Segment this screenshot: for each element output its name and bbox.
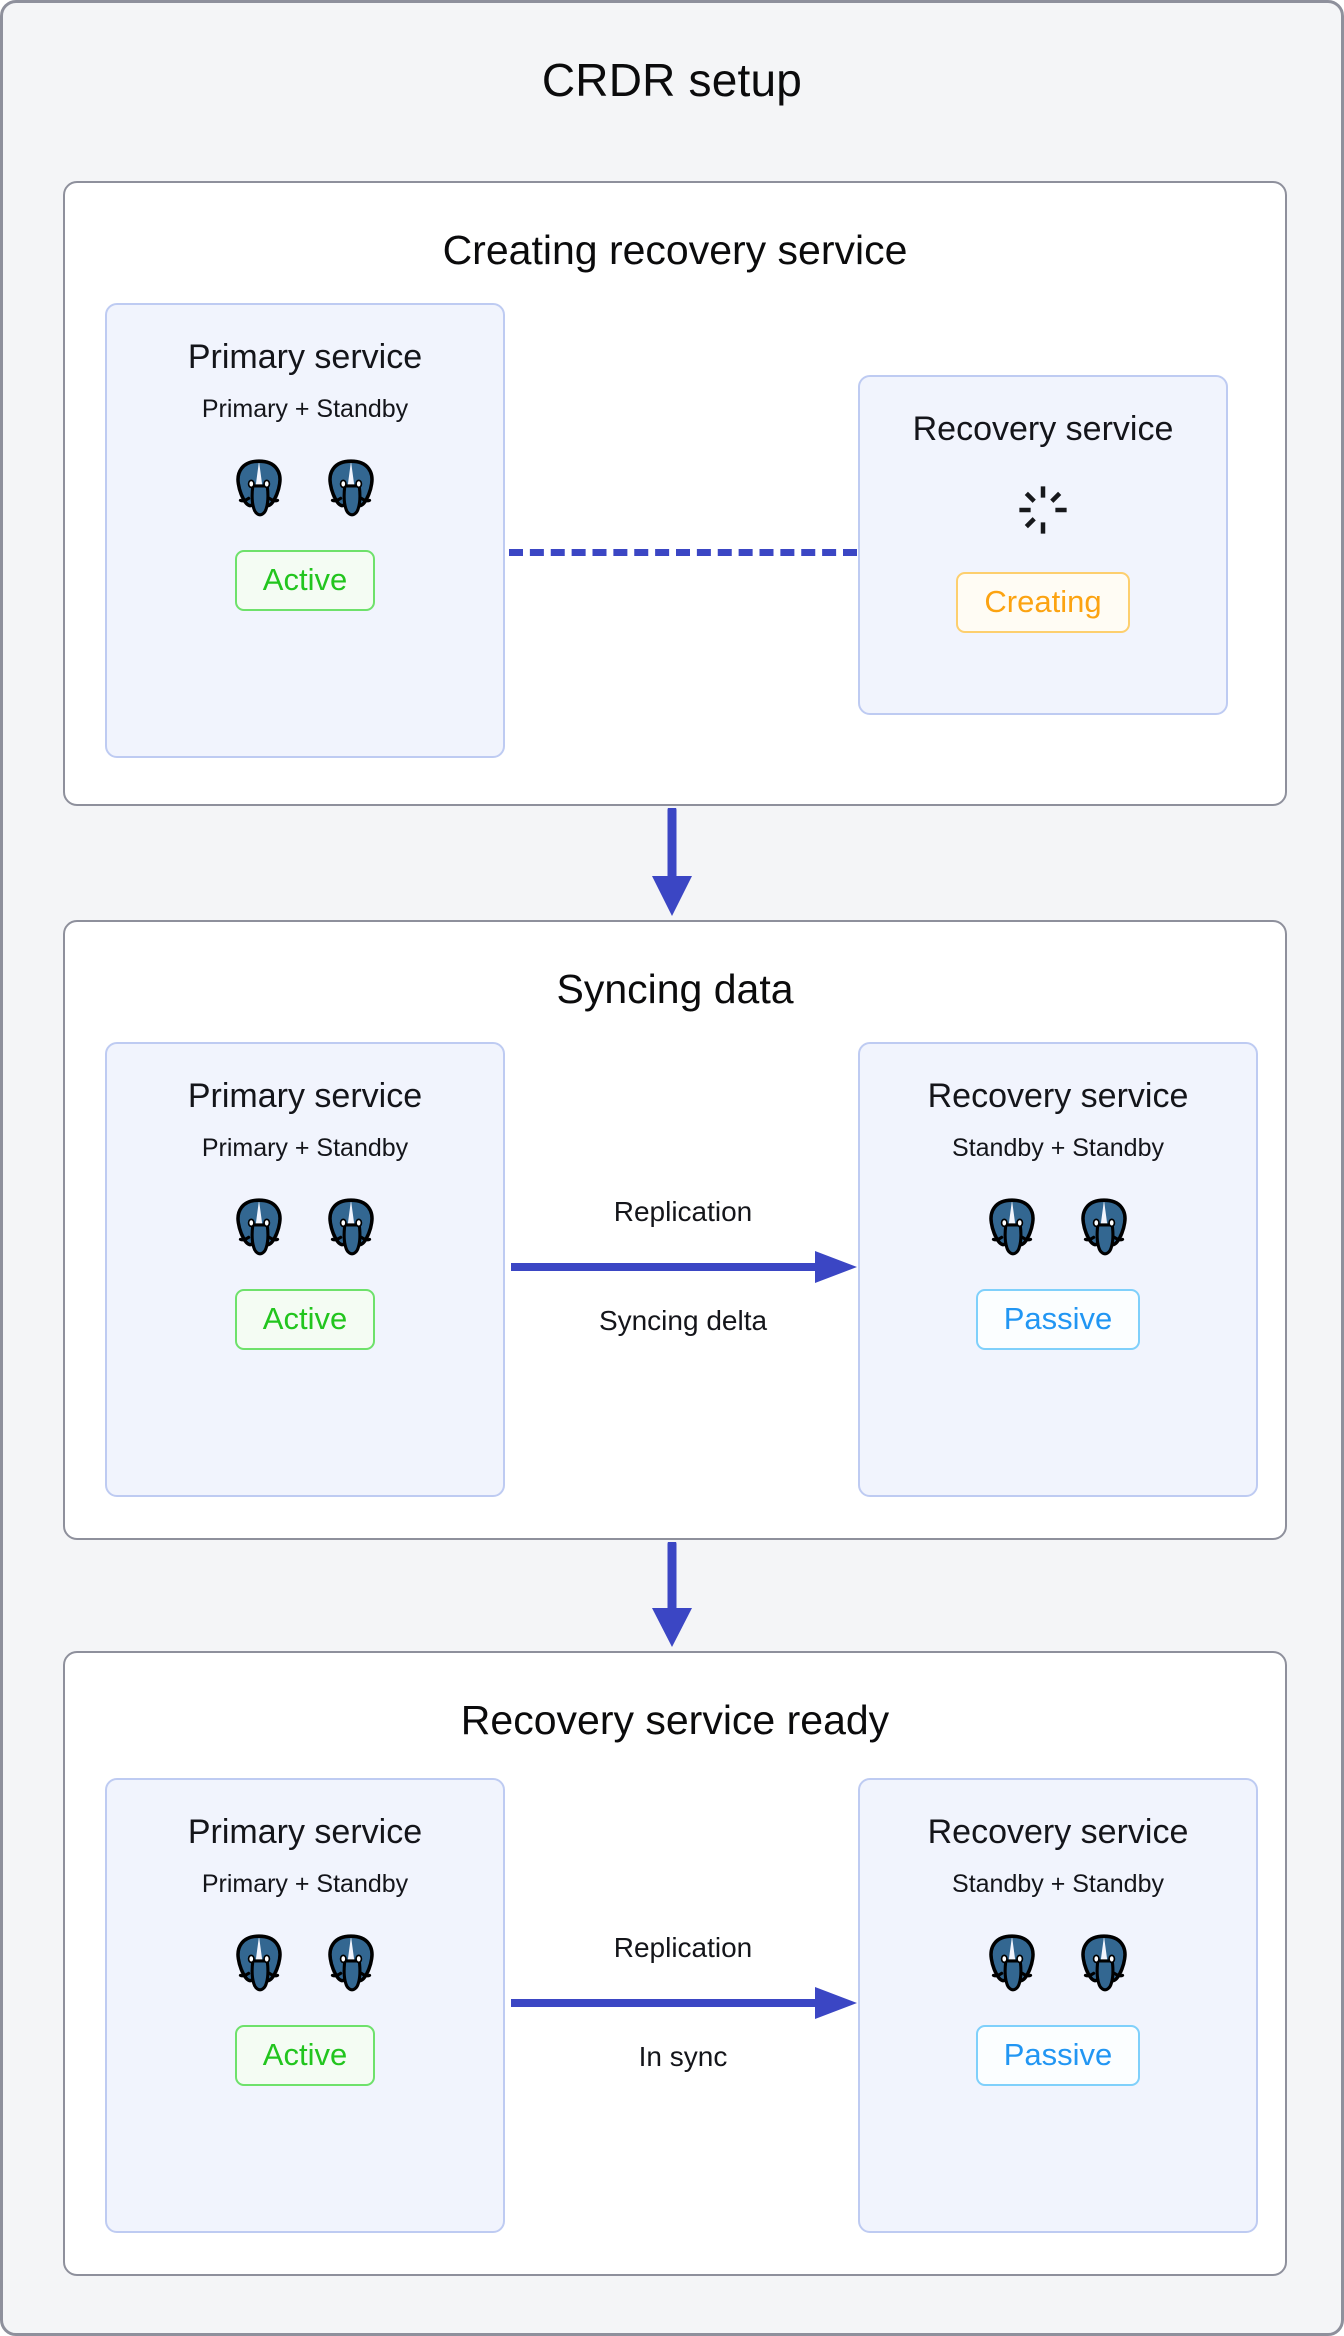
postgres-node-row bbox=[860, 1927, 1256, 1999]
postgres-elephant-icon bbox=[1081, 1934, 1127, 1992]
replication-label-top: Replication bbox=[613, 1196, 753, 1227]
page-title: CRDR setup bbox=[541, 54, 803, 106]
postgres-elephant-icon bbox=[328, 1934, 374, 1992]
service-name: Primary service bbox=[187, 338, 423, 376]
status-badge: Passive bbox=[975, 1288, 1141, 1350]
stage-card-recovery-service-ready: Recovery service ready Primary service P… bbox=[63, 1651, 1287, 2276]
postgres-node-row bbox=[107, 1191, 503, 1263]
service-roles: Primary + Standby bbox=[201, 1134, 409, 1163]
replication-connector: Replication Syncing delta bbox=[509, 1196, 857, 1337]
status-badge: Active bbox=[234, 2024, 376, 2086]
service-name: Recovery service bbox=[927, 1077, 1189, 1115]
service-name: Primary service bbox=[187, 1077, 423, 1115]
flow-arrow-down-icon bbox=[652, 1542, 692, 1647]
primary-service-box[interactable]: Primary service Primary + Standby bbox=[105, 303, 505, 758]
stage-card-creating-recovery-service: Creating recovery service Primary servic… bbox=[63, 181, 1287, 806]
spinner-wrap bbox=[860, 474, 1226, 546]
recovery-service-box[interactable]: Recovery service Standby + Standby bbox=[858, 1042, 1258, 1497]
replication-connector: Replication In sync bbox=[509, 1932, 857, 2073]
service-roles: Primary + Standby bbox=[201, 1870, 409, 1899]
service-name: Primary service bbox=[187, 1813, 423, 1851]
postgres-elephant-icon bbox=[989, 1198, 1035, 1256]
recovery-service-box[interactable]: Recovery service Creating bbox=[858, 375, 1228, 715]
stage-title: Recovery service ready bbox=[460, 1697, 890, 1743]
stage-title: Syncing data bbox=[556, 966, 794, 1012]
postgres-elephant-icon bbox=[328, 459, 374, 517]
arrow-right-icon bbox=[511, 1251, 857, 1283]
postgres-elephant-icon bbox=[1081, 1198, 1127, 1256]
primary-service-box[interactable]: Primary service Primary + Standby bbox=[105, 1042, 505, 1497]
flow-arrow-down-icon bbox=[652, 808, 692, 916]
replication-label-bottom: In sync bbox=[638, 2041, 728, 2073]
primary-service-box[interactable]: Primary service Primary + Standby bbox=[105, 1778, 505, 2233]
status-badge: Active bbox=[234, 549, 376, 611]
service-roles: Standby + Standby bbox=[952, 1870, 1164, 1899]
service-roles: Standby + Standby bbox=[952, 1134, 1164, 1163]
postgres-node-row bbox=[107, 452, 503, 524]
arrow-right-icon bbox=[511, 1987, 857, 2019]
dashed-connector bbox=[509, 549, 857, 556]
postgres-elephant-icon bbox=[236, 459, 282, 517]
stage-card-syncing-data: Syncing data Primary service Primary + S… bbox=[63, 920, 1287, 1540]
postgres-elephant-icon bbox=[236, 1934, 282, 1992]
replication-label-bottom: Syncing delta bbox=[598, 1305, 768, 1337]
recovery-service-box[interactable]: Recovery service Standby + Standby bbox=[858, 1778, 1258, 2233]
postgres-elephant-icon bbox=[989, 1934, 1035, 1992]
service-roles: Primary + Standby bbox=[201, 395, 409, 424]
spinner-icon bbox=[1019, 486, 1067, 535]
status-badge: Active bbox=[234, 1288, 376, 1350]
service-name: Recovery service bbox=[927, 1813, 1189, 1851]
status-badge: Creating bbox=[956, 572, 1130, 634]
replication-label-top: Replication bbox=[613, 1932, 753, 1963]
postgres-elephant-icon bbox=[328, 1198, 374, 1256]
status-badge: Passive bbox=[975, 2024, 1141, 2086]
stage-title: Creating recovery service bbox=[442, 227, 908, 273]
postgres-elephant-icon bbox=[236, 1198, 282, 1256]
postgres-node-row bbox=[860, 1191, 1256, 1263]
service-name: Recovery service bbox=[912, 410, 1174, 448]
postgres-node-row bbox=[107, 1927, 503, 1999]
